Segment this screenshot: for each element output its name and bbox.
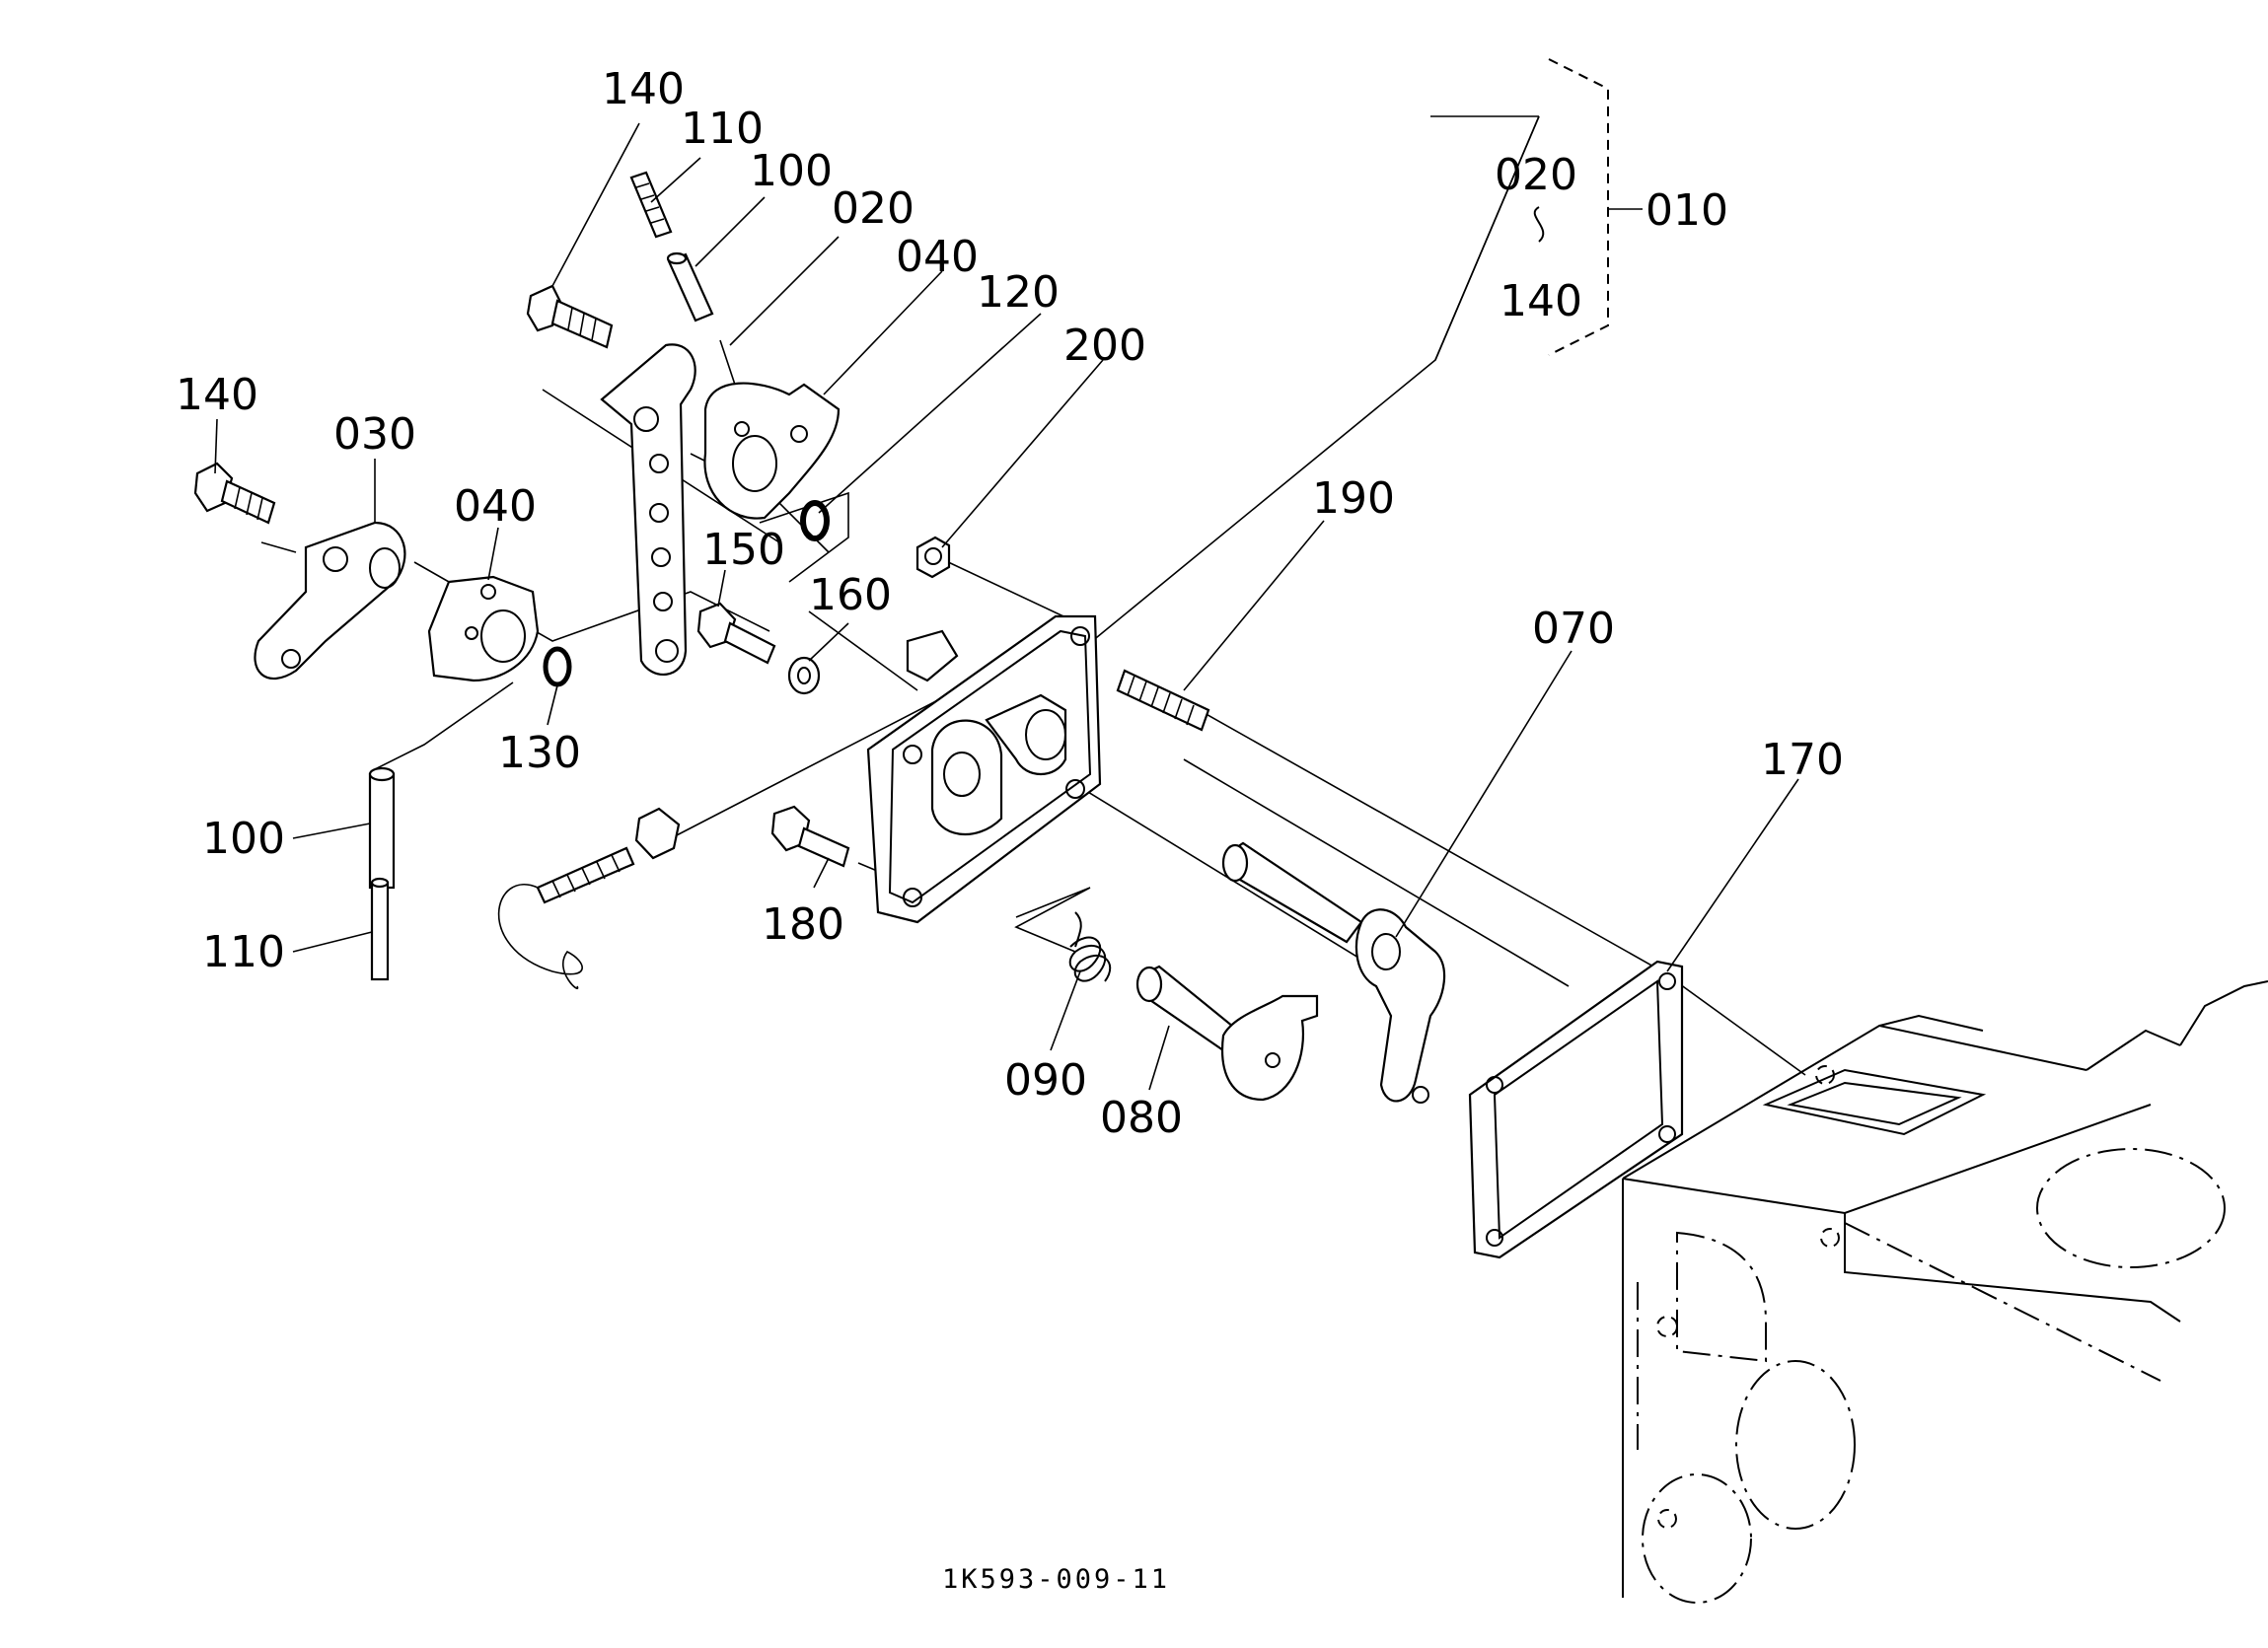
pin-110-left — [370, 877, 390, 981]
engine-block — [1622, 980, 2268, 1604]
leader-lines — [214, 122, 1799, 1091]
sleeve-100-left — [368, 766, 396, 890]
label-170: 170 — [1761, 735, 1844, 785]
label-110-top: 110 — [681, 104, 764, 154]
label-130: 130 — [498, 728, 581, 778]
governor-housing — [866, 614, 1102, 924]
label-190: 190 — [1312, 473, 1395, 524]
shaft-lever-080 — [1135, 965, 1319, 1102]
label-080: 080 — [1100, 1093, 1183, 1143]
cam-040-top — [703, 382, 841, 520]
label-020: 020 — [832, 183, 915, 234]
part-labels: 140 110 100 020 040 120 200 140 030 040 … — [176, 64, 1844, 1595]
adjusting-screw — [497, 807, 681, 989]
shaft-lever-070 — [1221, 841, 1446, 1104]
o-ring-120 — [800, 500, 830, 541]
cam-040-left — [427, 575, 540, 682]
label-030: 030 — [333, 409, 416, 460]
washer-160 — [787, 656, 821, 695]
label-bracket-to: 140 — [1500, 276, 1582, 326]
bolt-180 — [770, 805, 850, 868]
sleeve-100-top — [666, 251, 714, 322]
label-140-top: 140 — [602, 64, 685, 114]
label-090: 090 — [1004, 1055, 1087, 1106]
bolt-150 — [696, 602, 776, 665]
bolt-140-top — [526, 284, 614, 349]
label-100-top: 100 — [750, 146, 833, 196]
label-160: 160 — [809, 570, 892, 620]
stud-190 — [1116, 669, 1210, 732]
o-ring-130 — [543, 646, 572, 687]
label-120: 120 — [977, 267, 1060, 318]
pin-110-top — [629, 171, 673, 239]
plate-030 — [254, 521, 406, 681]
label-110-left: 110 — [202, 927, 285, 977]
label-150: 150 — [702, 525, 785, 575]
drawing-number: 1K593-009-11 — [942, 1564, 1170, 1595]
label-140-left: 140 — [176, 370, 258, 420]
label-010: 010 — [1646, 185, 1728, 236]
label-100-left: 100 — [202, 814, 285, 864]
label-070: 070 — [1532, 604, 1615, 654]
label-040-top: 040 — [896, 232, 979, 282]
gasket-170 — [1468, 960, 1684, 1259]
nut-200 — [915, 536, 951, 579]
label-180: 180 — [762, 899, 844, 950]
label-200: 200 — [1063, 321, 1146, 371]
assembly-bracket — [1533, 58, 1643, 356]
label-bracket-from: 020 — [1495, 150, 1577, 200]
bolt-140-left — [193, 462, 276, 525]
label-040-left: 040 — [454, 481, 537, 532]
spring-090 — [1068, 911, 1112, 982]
lever-020 — [600, 343, 696, 676]
